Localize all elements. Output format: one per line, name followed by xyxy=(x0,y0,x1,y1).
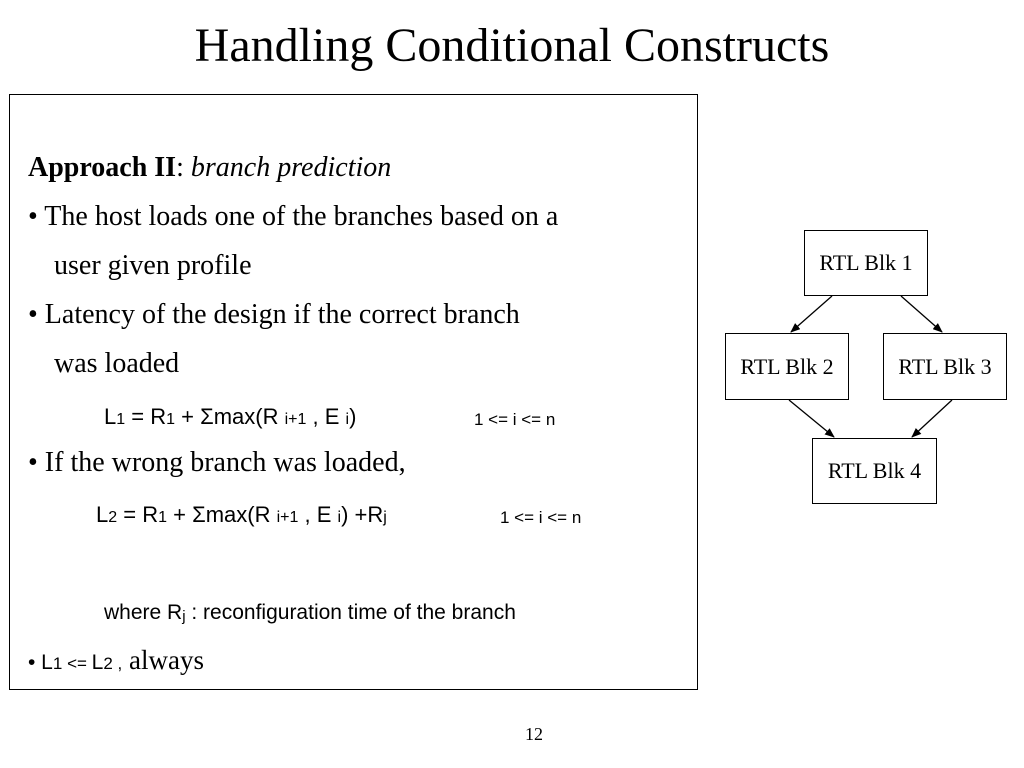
bullet-4-l2: L xyxy=(91,651,104,674)
slide-title: Handling Conditional Constructs xyxy=(194,19,830,72)
eq1-range: 1 <= i <= n xyxy=(474,410,556,429)
eq2-r-sub: 1 xyxy=(158,509,168,526)
bullet-4-sub1: 1 xyxy=(52,654,63,673)
eq2-rj-sub: j xyxy=(383,509,387,526)
latency-equation-1: L1 = R1 + Σmax(R i+1 , E i) xyxy=(104,401,356,436)
rtl-block-1: RTL Blk 1 xyxy=(804,230,928,296)
eq1-r-sub: 1 xyxy=(166,411,176,428)
where-prefix: where R xyxy=(104,601,183,624)
approach-label: Approach II xyxy=(28,152,177,183)
eq2-close-plus: ) +R xyxy=(341,502,384,527)
eq2-max-sub2: i xyxy=(337,509,342,526)
eq1-max-sub2: i xyxy=(345,411,350,428)
eq2-lhs-sub: 2 xyxy=(108,509,118,526)
arrow-blk2-blk4 xyxy=(788,399,835,438)
bullet-4-le: <= xyxy=(62,654,92,673)
eq2-lhs-var: L xyxy=(96,502,109,527)
eq2-eq-r: = R xyxy=(117,502,159,527)
eq1-max-sub1: i+1 xyxy=(284,411,307,428)
arrow-blk3-blk4 xyxy=(911,399,953,438)
latency-equation-2: L2 = R1 + Σmax(R i+1 , E i) +Rj xyxy=(96,499,387,534)
rtl-block-4: RTL Blk 4 xyxy=(812,438,937,504)
bullet-3: • If the wrong branch was loaded, xyxy=(28,447,406,478)
eq1-lhs-var: L xyxy=(104,404,117,429)
bullet-4-sub2: 2 xyxy=(103,654,113,673)
approach-name: branch prediction xyxy=(190,152,392,183)
where-note: where Rj : reconfiguration time of the b… xyxy=(104,597,516,629)
eq2-max-sub1: i+1 xyxy=(276,509,299,526)
where-sub: j xyxy=(182,608,186,625)
bullet-4-always: always xyxy=(122,645,204,675)
bullet-4-comma: , xyxy=(112,654,123,673)
rtl-block-2: RTL Blk 2 xyxy=(725,333,849,400)
bullet-4-prefix: • L xyxy=(28,651,53,674)
bullet-2-line-1: • Latency of the design if the correct b… xyxy=(28,299,520,330)
approach-line: Approach II: branch prediction xyxy=(28,152,391,184)
eq1-max-open: max(R xyxy=(213,404,285,429)
eq1-lhs-sub: 1 xyxy=(116,411,126,428)
bullet-4: • L1 <= L2 , always xyxy=(28,644,204,680)
eq2-range: 1 <= i <= n xyxy=(500,508,582,527)
eq1-eq-r: = R xyxy=(125,404,167,429)
eq2-plus-sigma: + Σ xyxy=(167,502,206,527)
approach-colon: : xyxy=(176,152,184,183)
bullet-1-line-1: • The host loads one of the branches bas… xyxy=(28,201,559,232)
eq1-plus-sigma: + Σ xyxy=(175,404,214,429)
eq2-max-open: max(R xyxy=(205,502,277,527)
bullet-2-line-2: was loaded xyxy=(54,348,180,379)
page-number: 12 xyxy=(525,724,543,744)
arrow-blk1-blk2 xyxy=(790,295,833,333)
content-box xyxy=(9,94,698,690)
eq1-close: ) xyxy=(349,404,357,429)
rtl-block-3: RTL Blk 3 xyxy=(883,333,1007,400)
arrow-blk1-blk3 xyxy=(900,295,943,333)
eq2-comma-e: , E xyxy=(298,502,338,527)
eq1-comma-e: , E xyxy=(306,404,346,429)
where-suffix: : reconfiguration time of the branch xyxy=(185,601,516,624)
bullet-1-line-2: user given profile xyxy=(54,250,252,281)
